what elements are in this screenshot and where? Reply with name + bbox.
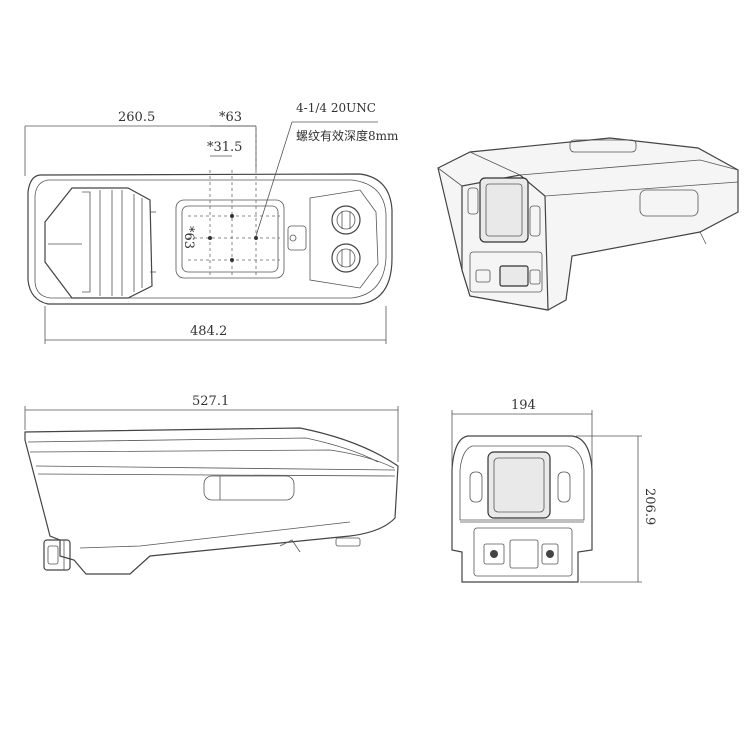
front-view: 194 206.9 [451, 398, 657, 583]
top-view: 260.5 *63 *31.5 *63 4-1/4 20UNC 螺纹有效深度8m… [24, 101, 399, 344]
dimension-phi-63: *63 [219, 110, 242, 125]
dimension-206-9: 206.9 [642, 488, 657, 525]
thread-spec-label: 4-1/4 20UNC [296, 101, 376, 115]
dimension-phi-31-5: *31.5 [207, 140, 242, 155]
thread-depth-label: 螺纹有效深度8mm [296, 128, 399, 143]
dimension-194: 194 [511, 398, 536, 413]
side-view: 527.1 [24, 394, 399, 575]
dimension-527-1: 527.1 [192, 394, 229, 409]
dimension-260-5: 260.5 [118, 110, 155, 125]
isometric-view [437, 137, 739, 311]
dimension-phi-63-vertical: *63 [181, 226, 196, 249]
dimension-484-2: 484.2 [190, 324, 227, 339]
